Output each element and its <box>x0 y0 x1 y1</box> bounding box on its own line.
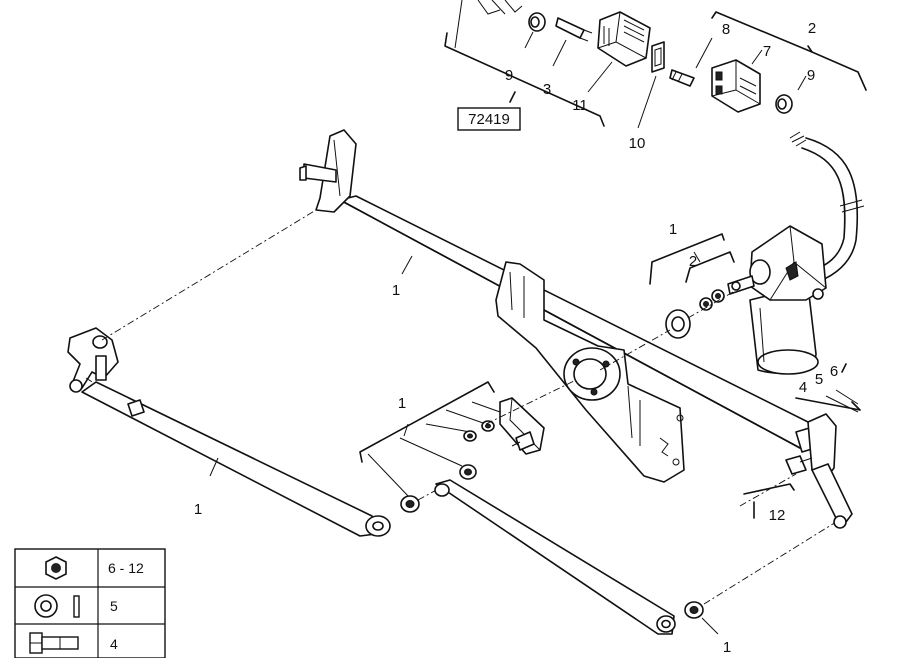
grommet-part-9 <box>528 12 546 32</box>
center-hardware: 1 <box>359 379 577 513</box>
fastener-legend: 6 - 12 5 4 <box>14 548 166 658</box>
nut-icon <box>45 556 67 580</box>
bolt-icon <box>29 632 79 654</box>
wire-harness <box>789 131 865 285</box>
callout-right-4: 4 <box>799 379 807 396</box>
callout-7: 7 <box>763 43 771 60</box>
connector-group-right: 8 7 9 2 <box>669 11 867 114</box>
callout-bottom-1: 1 <box>723 639 731 656</box>
right-link-rod: 1 <box>434 479 837 656</box>
callout-11: 11 <box>572 97 588 114</box>
connector-part-7 <box>711 59 761 113</box>
connector-part-11 <box>597 11 651 67</box>
reference-code: 72419 <box>468 111 510 128</box>
grommet-part-9b <box>775 94 793 114</box>
washer-icon <box>34 594 80 618</box>
right-pivot: 4 5 6 12 <box>739 363 861 529</box>
main-cross-bar <box>299 129 823 453</box>
seal-part-10 <box>651 41 665 73</box>
motor-mount-plate <box>495 261 685 483</box>
callout-motor-1: 1 <box>669 221 677 238</box>
connector-group-left: 72419 9 3 11 10 <box>444 0 665 152</box>
callout-left-1: 1 <box>194 501 202 518</box>
callout-right-12: 12 <box>769 507 786 524</box>
terminal-part-3 <box>555 17 593 42</box>
callout-9b: 9 <box>807 67 815 84</box>
callout-right-6: 6 <box>830 363 838 380</box>
callout-2: 2 <box>808 20 816 37</box>
terminal-part-8 <box>669 69 695 87</box>
left-pivot <box>67 209 317 401</box>
callout-right-5: 5 <box>815 371 823 388</box>
left-link-rod: 1 <box>81 381 391 537</box>
callout-10: 10 <box>629 135 646 152</box>
callout-motor-2: 2 <box>689 253 697 270</box>
legend-label-washer: 5 <box>110 598 118 614</box>
callout-8: 8 <box>722 21 730 38</box>
legend-label-nut: 6 - 12 <box>108 560 144 576</box>
callout-bar-1: 1 <box>392 282 400 299</box>
wiper-motor <box>727 225 827 375</box>
callout-3: 3 <box>543 81 551 98</box>
callout-9: 9 <box>505 67 513 84</box>
callout-center-1: 1 <box>398 395 406 412</box>
reference-code-box: 72419 <box>457 107 521 131</box>
motor-hardware: 1 2 <box>599 221 741 371</box>
legend-label-bolt: 4 <box>110 636 118 652</box>
